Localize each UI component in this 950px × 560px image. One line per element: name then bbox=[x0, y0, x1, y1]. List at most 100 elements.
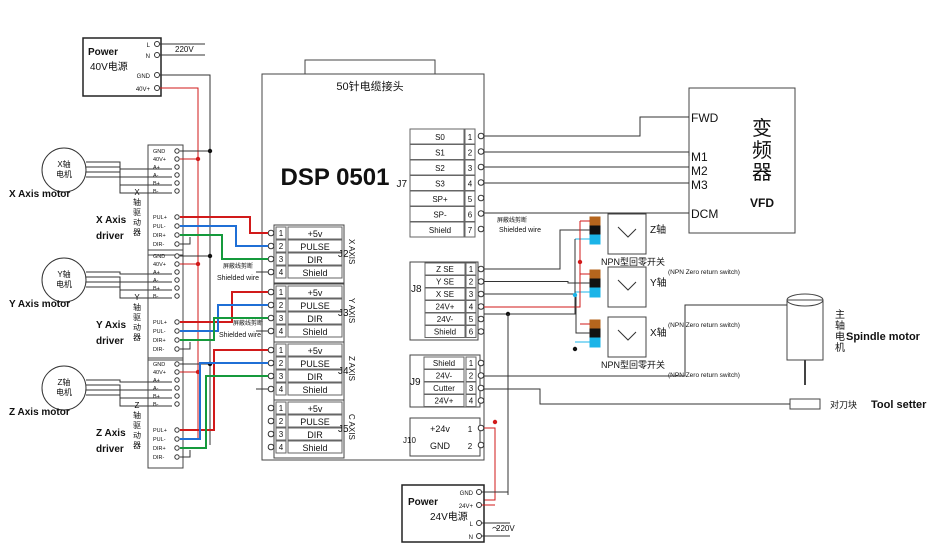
driver-label: X Axis bbox=[96, 215, 127, 226]
axis-pin-label: Shield bbox=[302, 443, 327, 453]
tool-setter-en: Tool setter bbox=[871, 399, 927, 411]
driver-pin-top: B- bbox=[153, 294, 159, 300]
power40-pin-label: L bbox=[147, 43, 151, 49]
driver-pin-top: 40V+ bbox=[153, 262, 166, 268]
j7-pin-terminal bbox=[477, 132, 485, 140]
power24-pin bbox=[476, 520, 482, 526]
driver-pin bbox=[174, 427, 180, 433]
wire-vfd-m1 bbox=[484, 151, 690, 156]
axis-pin-number: 3 bbox=[279, 314, 284, 323]
driver-pin-top: 40V+ bbox=[153, 157, 166, 163]
axis-pin-cell bbox=[275, 265, 287, 279]
driver-pin bbox=[174, 377, 180, 383]
driver-label: driver bbox=[96, 444, 124, 455]
axis-pin-number: 1 bbox=[279, 346, 284, 355]
wire-dir-neg bbox=[180, 450, 191, 458]
axis-pin-cell bbox=[275, 285, 287, 299]
driver-pin bbox=[174, 148, 180, 154]
axis-pin-cell bbox=[275, 414, 287, 428]
driver-pin-top: A+ bbox=[153, 378, 160, 384]
driver-pin-top: 40V+ bbox=[153, 370, 166, 376]
shielded-label-en: Shielded wire bbox=[499, 227, 541, 234]
switch-sub-label: (NPN Zero return switch) bbox=[668, 269, 740, 276]
power40-subtitle: 40V电源 bbox=[90, 60, 128, 73]
driver-pin-bottom: DIR- bbox=[153, 242, 164, 248]
driver-pin bbox=[174, 346, 180, 352]
motor-label: Y Axis motor bbox=[9, 299, 70, 310]
vfd-title-cn: 器 bbox=[752, 162, 772, 184]
driver-label: Y Axis bbox=[96, 320, 126, 331]
motor-wire bbox=[86, 379, 172, 383]
j8-pin-terminal bbox=[477, 303, 485, 310]
axis-pin-terminal bbox=[267, 404, 275, 412]
axis-connector-id: J3 bbox=[338, 308, 349, 319]
axis-pin-cell bbox=[275, 324, 287, 338]
power40-pin bbox=[154, 72, 160, 78]
vfd-pin-label: DCM bbox=[691, 207, 718, 221]
motor-icon-text: 电机 bbox=[56, 387, 72, 397]
driver-pin bbox=[174, 261, 180, 267]
junction-dot bbox=[492, 419, 498, 425]
spindle-label-cn: 轴 bbox=[835, 319, 845, 332]
shielded-label-cn: 屏蔽线剪断 bbox=[223, 262, 253, 270]
driver-pin bbox=[174, 232, 180, 238]
axis-pin-cell bbox=[275, 382, 287, 396]
switch-box bbox=[607, 316, 647, 358]
j7-pin-number: 6 bbox=[468, 211, 473, 220]
axis-pin-label: PULSE bbox=[300, 417, 330, 427]
j7-pin-label: Shield bbox=[429, 226, 451, 235]
motor-icon-text: Z轴 bbox=[58, 377, 71, 387]
axis-pin-cell bbox=[287, 343, 343, 357]
driver-pin bbox=[174, 385, 180, 391]
j8-pin-number: 6 bbox=[469, 328, 474, 337]
axis-pin-terminal bbox=[267, 372, 275, 380]
power24-pin bbox=[476, 489, 482, 495]
vfd-pin-label: M3 bbox=[691, 178, 708, 192]
axis-pin-cell bbox=[287, 401, 343, 415]
junction-dot bbox=[577, 259, 583, 265]
j7-pin-cell bbox=[464, 221, 476, 238]
j9-pin-terminal bbox=[477, 359, 485, 367]
switch-terminal bbox=[589, 328, 601, 339]
axis-pin-number: 1 bbox=[279, 288, 284, 297]
j8-pin-label: Shield bbox=[434, 328, 456, 337]
j7-pin-number: 7 bbox=[468, 226, 473, 235]
driver-pin bbox=[174, 164, 180, 170]
driver-label: driver bbox=[96, 336, 124, 347]
driver-vertical-text: Y bbox=[134, 293, 140, 302]
j9-pin-cell bbox=[465, 394, 477, 407]
axis-pin-cell bbox=[287, 440, 343, 454]
axis-pin-number: 2 bbox=[279, 359, 284, 368]
switch-terminal bbox=[589, 337, 601, 348]
vfd-pin-label: M1 bbox=[691, 150, 708, 164]
driver-pin-top: B+ bbox=[153, 181, 160, 187]
driver-pin bbox=[174, 285, 180, 291]
j9-pin-number: 2 bbox=[469, 372, 474, 381]
j9-pin-terminal bbox=[477, 372, 485, 379]
axis-pin-number: 3 bbox=[279, 255, 284, 264]
j9-pin-cell bbox=[423, 394, 465, 407]
axis-connector-box bbox=[273, 224, 345, 284]
j7-id: J7 bbox=[396, 179, 407, 190]
driver-pin bbox=[174, 436, 180, 442]
driver-pin bbox=[174, 328, 180, 334]
wire-dir-neg bbox=[180, 342, 191, 350]
driver-pin-top: A+ bbox=[153, 165, 160, 171]
wire-dir bbox=[180, 234, 268, 260]
driver-pin bbox=[174, 269, 180, 275]
axis-pin-cell bbox=[287, 226, 343, 240]
j7-pin-label: SP- bbox=[433, 211, 447, 220]
axis-pin-terminal bbox=[267, 314, 275, 322]
power24-subtitle: 24V电源 bbox=[430, 510, 468, 523]
axis-pin-terminal bbox=[267, 288, 275, 296]
driver-vertical-text: 动 bbox=[133, 430, 141, 440]
j7-pin-label: SP+ bbox=[432, 195, 448, 204]
wire-tool-setter bbox=[484, 388, 790, 405]
axis-pin-label: DIR bbox=[307, 314, 323, 324]
j7-pin-number: 5 bbox=[468, 195, 473, 204]
driver-pin bbox=[174, 319, 180, 325]
axis-pin-terminal bbox=[267, 255, 275, 263]
switch-axis-label: Z轴 bbox=[650, 223, 666, 236]
j8-pin-cell bbox=[465, 325, 477, 338]
